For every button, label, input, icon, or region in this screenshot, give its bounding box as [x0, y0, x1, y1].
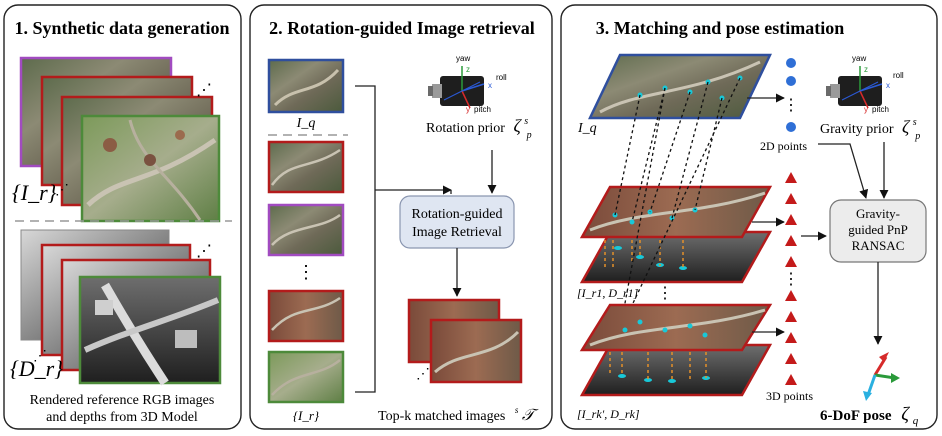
rgb-stack-ellipsis: ⋰	[196, 82, 212, 99]
retrieval-query-label: I_q	[296, 116, 316, 131]
reference-vdots: ⋮	[657, 285, 673, 302]
imu2-yaw-label: yaw	[852, 54, 866, 63]
imu2-x-label: x	[886, 81, 890, 90]
pnp-label-line1: Gravity-	[856, 206, 900, 221]
panel-retrieval	[249, 4, 553, 430]
3d-point-column	[785, 172, 797, 385]
pnp-label-line2: guided PnP	[848, 222, 908, 237]
imu-pitch-label: pitch	[474, 105, 491, 114]
panel-retrieval-title: 2. Rotation-guided Image retrieval	[269, 18, 535, 38]
matching-query-label: I_q	[577, 121, 597, 136]
panel-matching-title: 3. Matching and pose estimation	[596, 18, 845, 38]
imu-sensor-retrieval	[428, 66, 485, 109]
imu-z-label: z	[466, 65, 470, 74]
topk-label: Top-k matched images s 𝒯	[378, 402, 539, 424]
imu-y-label: y	[466, 105, 470, 114]
panel-matching	[560, 4, 938, 430]
pose-axes-icon	[863, 352, 900, 401]
module-label-line2: Image Retrieval	[412, 225, 502, 240]
panel-synthetic-caption-2: and depths from 3D Model	[46, 410, 198, 425]
match-lines	[614, 77, 741, 331]
panel-synthetic	[3, 4, 242, 430]
2d-points-label: 2D points	[760, 139, 807, 153]
imu2-y-label: y	[864, 105, 868, 114]
2d-point-column	[786, 58, 796, 132]
topk-ellipsis: ⋰	[416, 367, 430, 382]
imu-yaw-label: yaw	[456, 54, 470, 63]
2d-to-pnp-arrow	[818, 143, 869, 199]
reference-pair-1	[579, 185, 773, 284]
3d-point-vdots: ⋮	[783, 271, 799, 288]
depth-stack-ellipsis: ⋰	[196, 243, 212, 260]
panel-synthetic-caption-1: Rendered reference RGB images	[30, 393, 215, 408]
imu-roll-label: roll	[496, 73, 507, 82]
depth-map-stack	[20, 229, 222, 386]
imu2-roll-label: roll	[893, 71, 904, 80]
rgb-image-stack	[19, 56, 221, 223]
rgb-set-ellipsis: ⋰	[55, 183, 69, 198]
retrieval-reference-column	[267, 140, 345, 404]
module-label-line1: Rotation-guided	[412, 207, 503, 222]
depth-set-label: {D_r}	[10, 356, 63, 381]
imu-sensor-matching	[826, 66, 883, 109]
imu-x-label: x	[488, 81, 492, 90]
reference-k-label: [I_rk', D_rk]	[577, 407, 640, 421]
topk-image-stack	[407, 298, 523, 384]
imu2-z-label: z	[864, 65, 868, 74]
pnp-label-line3: RANSAC	[852, 238, 905, 253]
2d-point-vdots: ⋮	[783, 97, 799, 114]
reference-pair-k	[579, 303, 773, 397]
rotation-guided-retrieval-module	[399, 195, 515, 249]
rgb-set-label: {I_r}	[12, 180, 57, 205]
depth-set-ellipsis: ⋰	[33, 349, 47, 364]
retrieval-query-image	[267, 58, 345, 114]
retrieval-reference-set: {I_r}	[293, 408, 320, 423]
retrieval-reference-vdots: ⋮	[297, 262, 315, 282]
gravity-prior-label: Gravity prior ζ s p	[820, 114, 920, 142]
matching-query-image	[588, 53, 772, 120]
rotation-prior-label: Rotation prior ζ s p	[426, 113, 532, 141]
3d-points-label: 3D points	[766, 389, 813, 403]
retrieval-bracket	[355, 85, 376, 393]
imu2-pitch-label: pitch	[872, 105, 889, 114]
pose-label: 6-DoF pose ζ q	[820, 404, 919, 427]
panel-synthetic-title: 1. Synthetic data generation	[15, 18, 230, 38]
reference-1-label: [I_r1, D_r1]	[577, 286, 639, 300]
